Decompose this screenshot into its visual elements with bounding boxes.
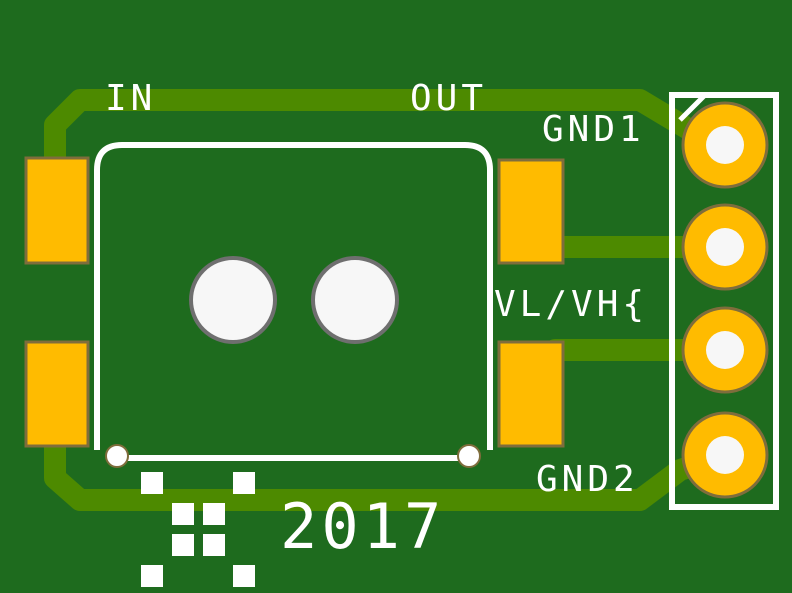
logo-square [203, 534, 225, 556]
logo-square [233, 565, 255, 587]
header-pin-2 [681, 203, 769, 291]
label-gnd1: GND1 [542, 109, 645, 150]
logo-square [172, 503, 194, 525]
mounting-hole-left [189, 256, 277, 344]
pin-1-hole [706, 126, 744, 164]
logo-square [141, 565, 163, 587]
logo-square [141, 472, 163, 494]
pin-4-hole [706, 436, 744, 474]
pad-right-top [497, 158, 565, 265]
header-outline [669, 92, 779, 510]
pad-right-bottom [497, 340, 565, 448]
logo-square [203, 503, 225, 525]
smd-pads [24, 156, 565, 448]
pad-left-top [24, 156, 90, 265]
outline-dot-left [105, 444, 129, 468]
label-out: OUT [410, 78, 487, 119]
pin-2-hole [706, 228, 744, 266]
label-year: 2017 [280, 490, 445, 563]
header-pins [681, 101, 769, 499]
silkscreen-logo [141, 472, 255, 587]
outline-dot-right [457, 444, 481, 468]
header-pin-4 [681, 411, 769, 499]
header-pin-3 [681, 306, 769, 394]
pin1-marker [678, 93, 707, 122]
label-gnd2: GND2 [536, 459, 639, 500]
logo-square [172, 534, 194, 556]
component-outline [94, 142, 493, 461]
label-in: IN [105, 78, 156, 119]
label-vl-vh: VL/VH{ [494, 284, 648, 325]
package-outline [94, 142, 493, 450]
logo-square [233, 472, 255, 494]
pad-left-bottom [24, 340, 90, 448]
header-pin-1 [681, 101, 769, 189]
pin-3-hole [706, 331, 744, 369]
mounting-hole-right [311, 256, 399, 344]
